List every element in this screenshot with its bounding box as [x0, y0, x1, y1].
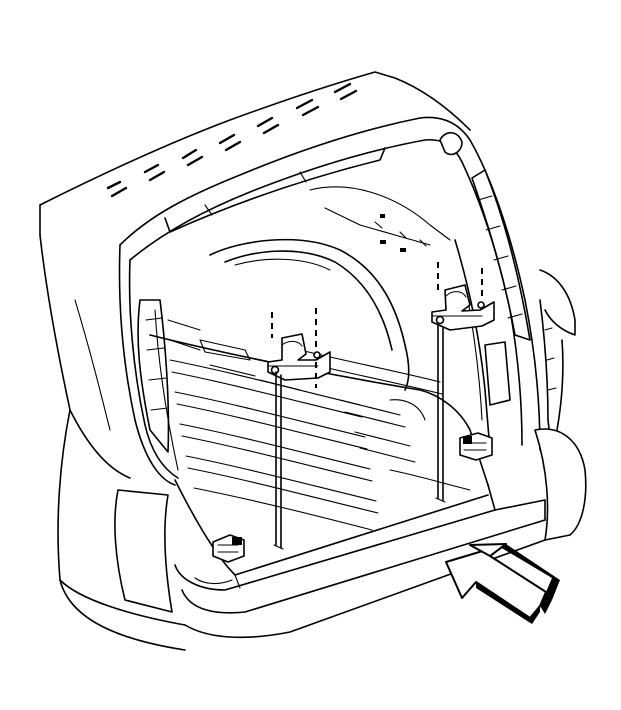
cargo-floor [149, 334, 489, 576]
left-bumper-corner [114, 489, 173, 613]
latch-striker-left [212, 534, 245, 563]
floor-ribs [169, 339, 471, 531]
left-taillight [137, 299, 170, 453]
right-taillight [471, 169, 531, 341]
tie-down-hook-left [267, 308, 331, 550]
fastener-icon [232, 537, 242, 545]
left-body-side [39, 234, 186, 651]
direction-arrow-icon [445, 543, 560, 624]
liftgate-opening-frame [118, 116, 587, 541]
roof-panel [39, 71, 471, 236]
roof-ribs [106, 82, 358, 198]
right-bumper-corner [534, 428, 587, 541]
latch-striker-right [459, 432, 493, 461]
tie-down-hook-right [431, 262, 495, 503]
rear-sill [174, 484, 546, 639]
